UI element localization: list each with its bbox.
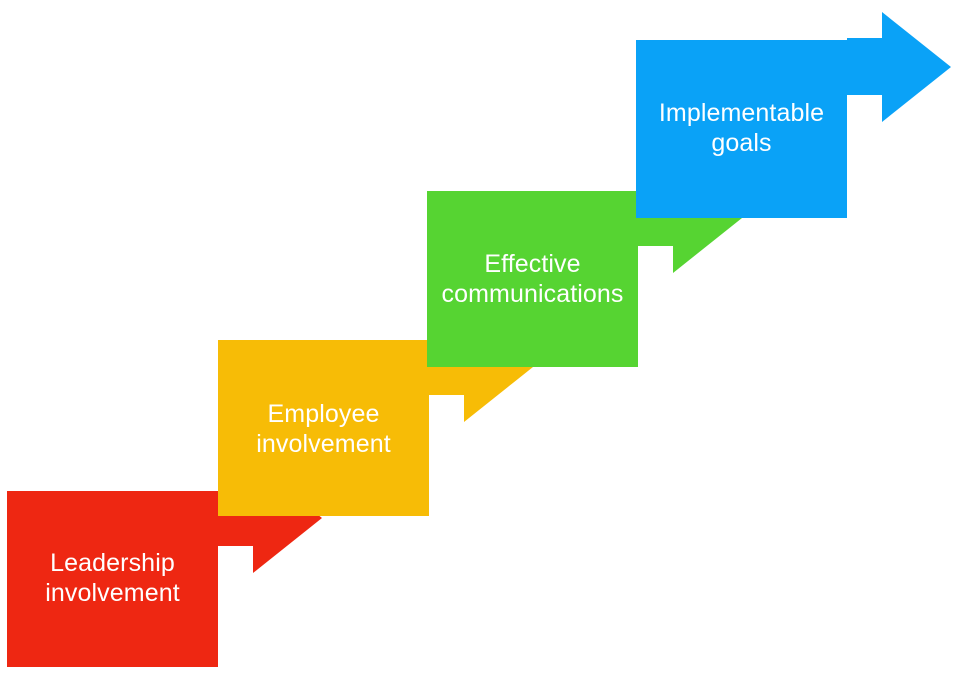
stage-box-leadership-involvement[interactable] — [7, 491, 218, 667]
stage-box-implementable-goals[interactable] — [636, 40, 847, 218]
stage-box-employee-involvement[interactable] — [218, 340, 429, 516]
stage-arrow-implementable-goals — [847, 12, 951, 122]
stage-shapes-group — [7, 12, 951, 667]
stage-box-effective-communications[interactable] — [427, 191, 638, 367]
